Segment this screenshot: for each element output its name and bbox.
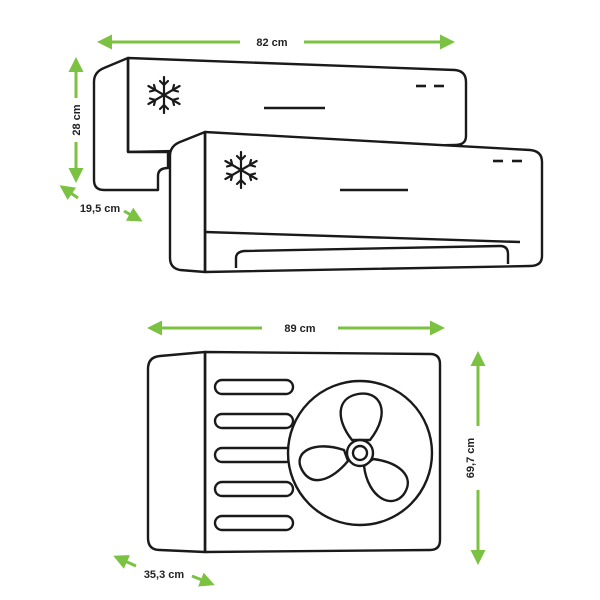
- outdoor-width-dimension: 89 cm: [147, 320, 445, 336]
- outdoor-depth-label: 35,3 cm: [144, 569, 185, 581]
- vent-slot: [213, 480, 295, 498]
- outdoor-vents: [213, 378, 295, 532]
- vent-slot: [213, 378, 295, 396]
- indoor-width-dimension: 82 cm: [97, 34, 455, 50]
- indoor-height-label: 28 cm: [71, 104, 83, 135]
- vent-slot: [213, 446, 295, 464]
- outdoor-width-label: 89 cm: [284, 323, 315, 335]
- indoor-depth-label: 19,5 cm: [80, 203, 121, 215]
- indoor-width-label: 82 cm: [256, 37, 287, 49]
- vent-slot: [213, 412, 295, 430]
- indoor-height-dimension: 28 cm: [68, 57, 84, 183]
- outdoor-height-label: 69,7 cm: [465, 438, 477, 479]
- indoor-depth-dimension: 19,5 cm: [59, 185, 143, 222]
- fan-icon: [286, 379, 434, 527]
- outdoor-depth-dimension: 35,3 cm: [113, 555, 215, 587]
- indoor-unit-front: [168, 130, 544, 274]
- vent-slot: [213, 514, 295, 532]
- indoor-unit-back: [92, 56, 468, 192]
- outdoor-height-dimension: 69,7 cm: [465, 351, 486, 565]
